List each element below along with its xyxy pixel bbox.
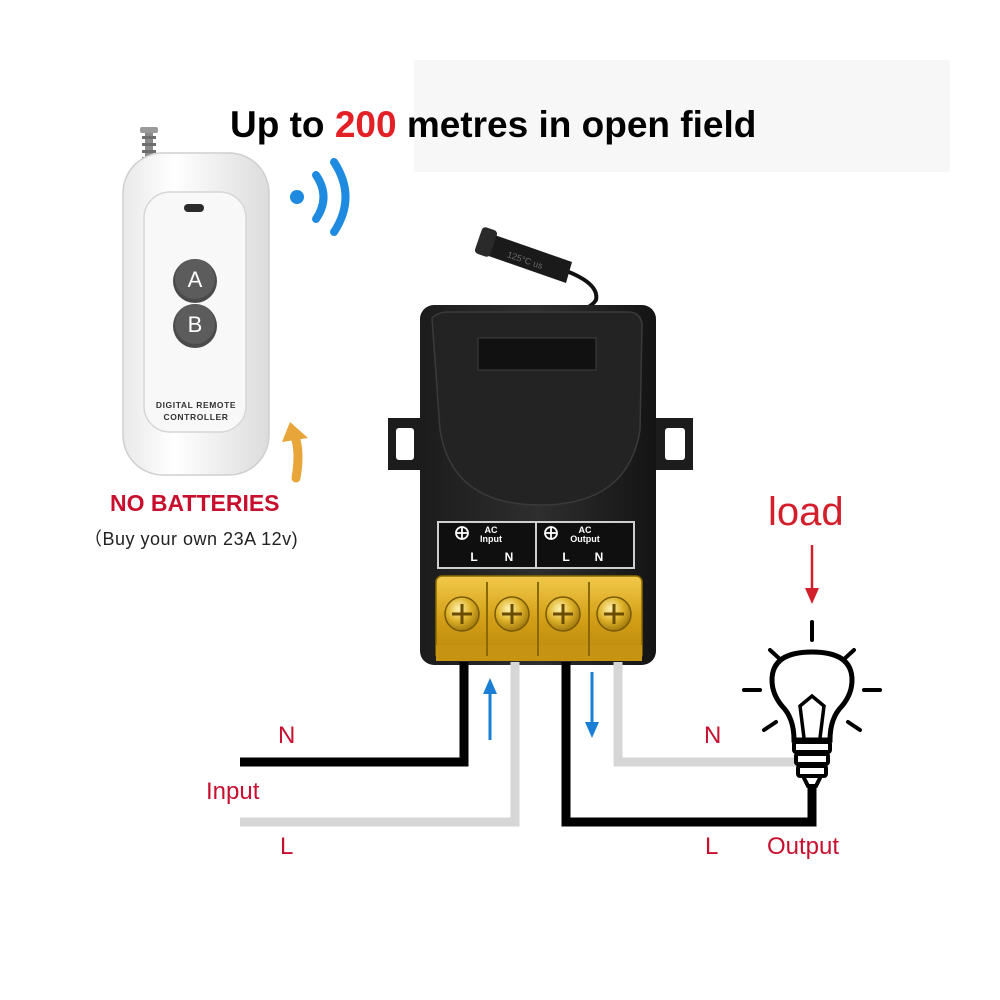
screw-terminal-icon xyxy=(596,596,632,632)
ground-symbol-output xyxy=(544,526,558,540)
load-label: load xyxy=(768,490,844,534)
remote-control: A B DIGITAL REMOTE CONTROLLER xyxy=(122,127,270,476)
remote-led xyxy=(184,204,204,212)
screw-terminal-icon xyxy=(444,596,480,632)
input-n-label: N xyxy=(278,722,296,749)
no-batteries-title: NO BATTERIES xyxy=(110,490,280,516)
banner-background xyxy=(414,60,950,172)
load-arrow-icon xyxy=(805,545,819,604)
module-antenna: 125°C us xyxy=(474,227,599,320)
output-label: Output xyxy=(767,833,840,860)
headline-highlight: 200 xyxy=(334,104,397,145)
terminal-label-4: N xyxy=(595,550,604,564)
input-neutral-wire xyxy=(240,662,469,767)
svg-text:A: A xyxy=(188,267,203,292)
ac-output-line1: AC xyxy=(579,525,592,535)
curved-arrow-icon xyxy=(282,422,308,483)
down-arrow-icon xyxy=(585,672,599,738)
remote-label-line2: CONTROLLER xyxy=(163,412,228,422)
remote-button-a: A xyxy=(173,259,217,303)
headline: Up to 200 metres in open field xyxy=(230,104,756,146)
terminal-label-2: N xyxy=(505,550,514,564)
headline-suffix: metres in open field xyxy=(396,104,757,145)
remote-label-line1: DIGITAL REMOTE xyxy=(156,400,236,410)
screw-terminal-icon xyxy=(545,596,581,632)
battery-detail: （Buy your own 23A 12v) xyxy=(84,529,299,549)
svg-text:B: B xyxy=(188,312,203,337)
relay-module: 125°C us AC Input AC Output xyxy=(388,227,693,665)
output-neutral-wire xyxy=(613,662,800,767)
up-arrow-icon xyxy=(483,678,497,740)
input-live-wire xyxy=(240,662,520,827)
terminal-label-3: L xyxy=(562,550,569,564)
output-live-wire xyxy=(561,662,817,827)
input-label: Input xyxy=(206,778,260,805)
output-n-label: N xyxy=(704,722,722,749)
ac-output-line2: Output xyxy=(570,534,600,544)
ac-input-line1: AC xyxy=(485,525,498,535)
light-bulb-icon xyxy=(742,620,882,788)
input-l-label: L xyxy=(280,833,294,860)
remote-button-b: B xyxy=(173,304,217,348)
headline-prefix: Up to xyxy=(230,104,335,145)
ac-input-line2: Input xyxy=(480,534,502,544)
wifi-signal-icon xyxy=(290,158,350,236)
ground-symbol-input xyxy=(455,526,469,540)
screw-terminal-icon xyxy=(494,596,530,632)
wiring xyxy=(240,662,817,827)
output-l-label: L xyxy=(705,833,719,860)
terminal-label-1: L xyxy=(470,550,477,564)
